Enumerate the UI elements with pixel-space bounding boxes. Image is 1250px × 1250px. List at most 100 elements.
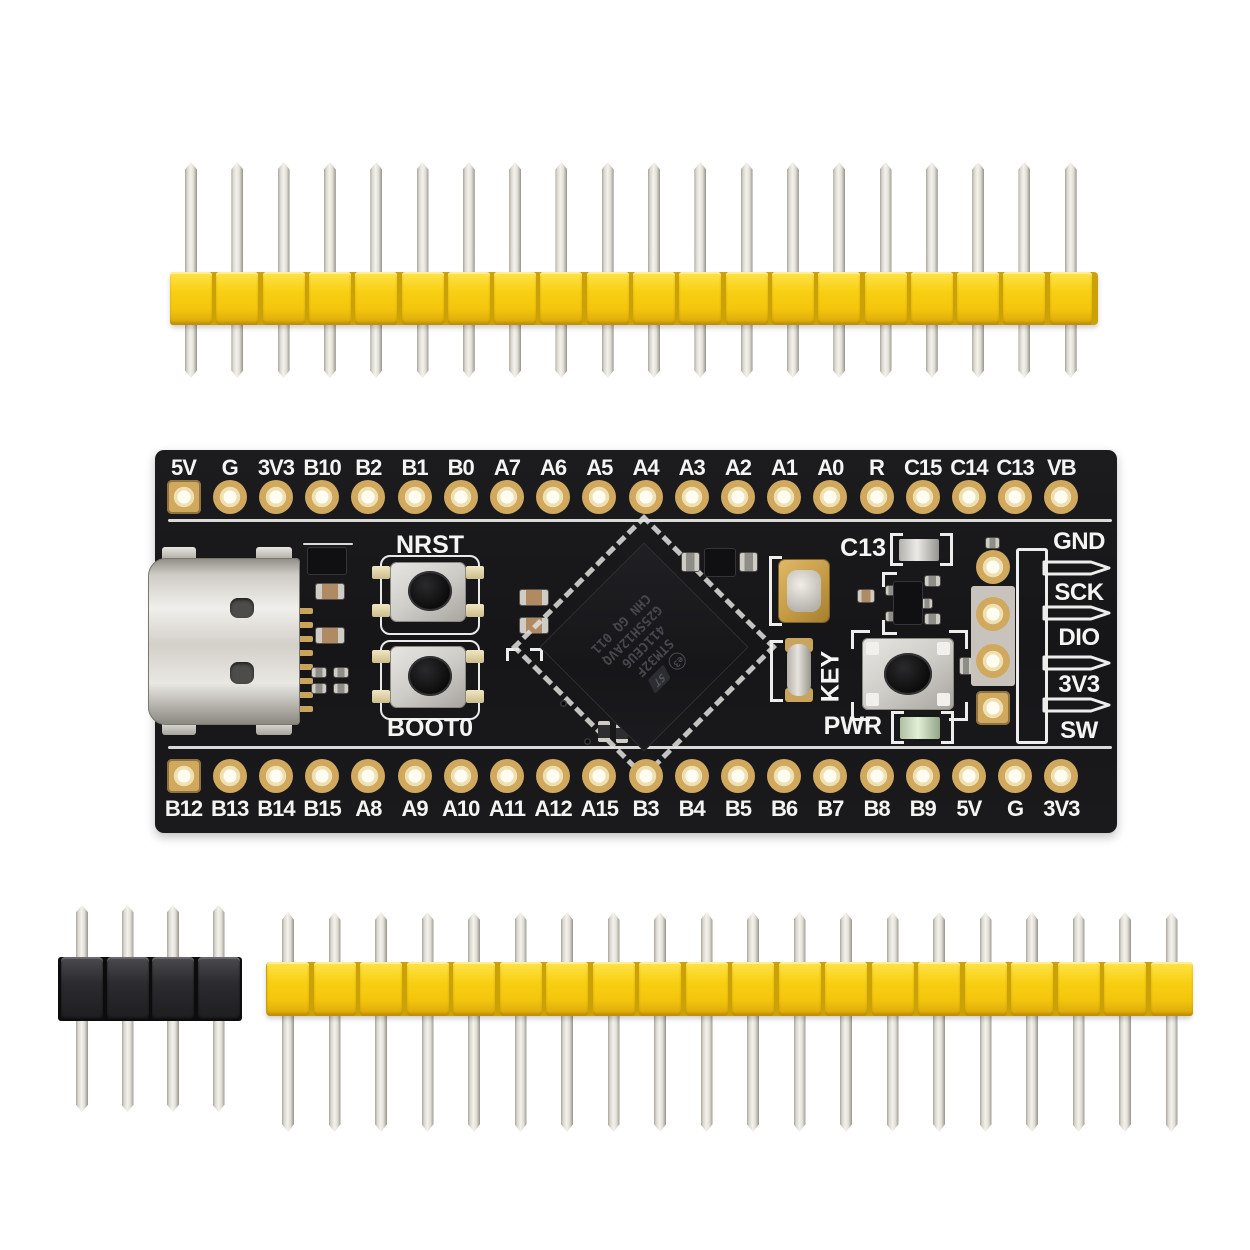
pin-hole [397,759,432,793]
header-pin [462,162,475,378]
yellow-header-block [540,272,583,325]
yellow-header-block [1011,962,1053,1016]
yellow-header-block [586,272,629,325]
pin-hole [628,759,663,793]
header-pin [375,912,387,1132]
pin-label: R [869,455,885,480]
swd-arrow-icon [1042,696,1112,719]
swd-label: SW [1060,717,1098,744]
usb-slot [230,598,254,618]
pin-label: A9 [401,796,428,821]
pin-label: A10 [442,796,480,821]
pin-label: B15 [303,796,341,821]
button-leg [866,642,879,655]
yellow-header-block [499,962,542,1016]
header-pin [185,162,197,378]
smd-pad [886,612,896,621]
header-pin [694,162,707,378]
button-leg [372,604,390,617]
pin-hole [351,759,386,793]
smd-resistor [316,628,344,643]
smd-capacitor [925,614,940,624]
smd-capacitor [960,658,972,674]
usb-contact-pin [289,664,313,670]
swd-label: SCK [1054,579,1104,606]
silkscreen-mark [882,620,897,635]
smd-pad [312,668,326,677]
swd-arrow-icon [1042,654,1112,677]
nrst-button-plunger [408,571,452,611]
pin-hole [951,759,986,793]
button-leg [466,650,484,663]
pin-label: C14 [950,455,988,480]
pin-hole [674,480,709,514]
pin-hole [212,759,247,793]
boot0-outline [380,640,480,720]
yellow-header-block [453,962,495,1016]
smd-pad [922,599,932,608]
silkscreen-line-top [168,519,1112,522]
key-button-plunger [884,653,932,695]
yellow-header-block [355,272,398,325]
crystal-32khz [787,644,811,696]
pin-label: B12 [164,796,203,821]
yellow-header-block [633,272,675,325]
yellow-header-block [170,272,212,325]
swd-hole [976,644,1010,678]
pin-label: C15 [904,455,942,480]
smd-capacitor [986,538,999,548]
yellow-header-block [871,962,914,1016]
header-pin [700,912,713,1132]
header-pin [416,162,429,378]
swd-label: 3V3 [1058,671,1100,698]
swd-label: GND [1053,528,1105,555]
pin-hole [397,480,432,514]
header-pin [370,162,383,378]
yellow-header-block [401,272,444,325]
pin-label: B0 [447,455,475,480]
pin-hole [1044,480,1079,514]
smd-resistor [520,590,548,605]
black-header-block [61,957,103,1021]
pin-hole [951,480,986,514]
pin-hole [305,759,340,793]
yellow-header-block [1049,272,1092,325]
usb-contact-pin [289,706,313,712]
silkscreen-mark [303,543,353,545]
silkscreen-mark [530,648,543,661]
yellow-header-block [267,962,309,1016]
key-label: KEY [816,650,845,703]
c13-led [899,539,939,561]
pin-hole [305,480,340,514]
header-pin [972,162,985,378]
yellow-header-block [685,962,728,1016]
button-leg [372,690,390,703]
smd-capacitor [682,553,699,571]
header-pin [421,912,434,1132]
usb-slot [230,662,254,684]
pin-label: B8 [863,796,890,821]
swd-arrow-icon [1042,559,1112,582]
header-pin [879,162,892,378]
yellow-header-block [725,272,768,325]
header-pin [1064,162,1077,378]
pin-label: C13 [996,455,1034,480]
pin-label: A11 [488,796,526,821]
header-pin [648,162,660,378]
pin-label: A4 [632,455,659,480]
pin-label: B13 [211,796,249,821]
header-pin [740,162,753,378]
pin-label: A2 [724,455,752,480]
pin-label: A5 [586,455,613,480]
pin-label: G [1007,796,1024,821]
yellow-header-block [964,962,1007,1016]
usb-mount-tab [162,547,196,561]
header-pin [1026,912,1038,1132]
pin-label: B3 [632,796,659,821]
header-pin [555,162,568,378]
smd-pad [334,684,348,693]
yellow-header-block [546,962,588,1016]
header-pin [282,912,294,1132]
pin-label: B6 [771,796,798,821]
silkscreen-mark [882,572,897,587]
